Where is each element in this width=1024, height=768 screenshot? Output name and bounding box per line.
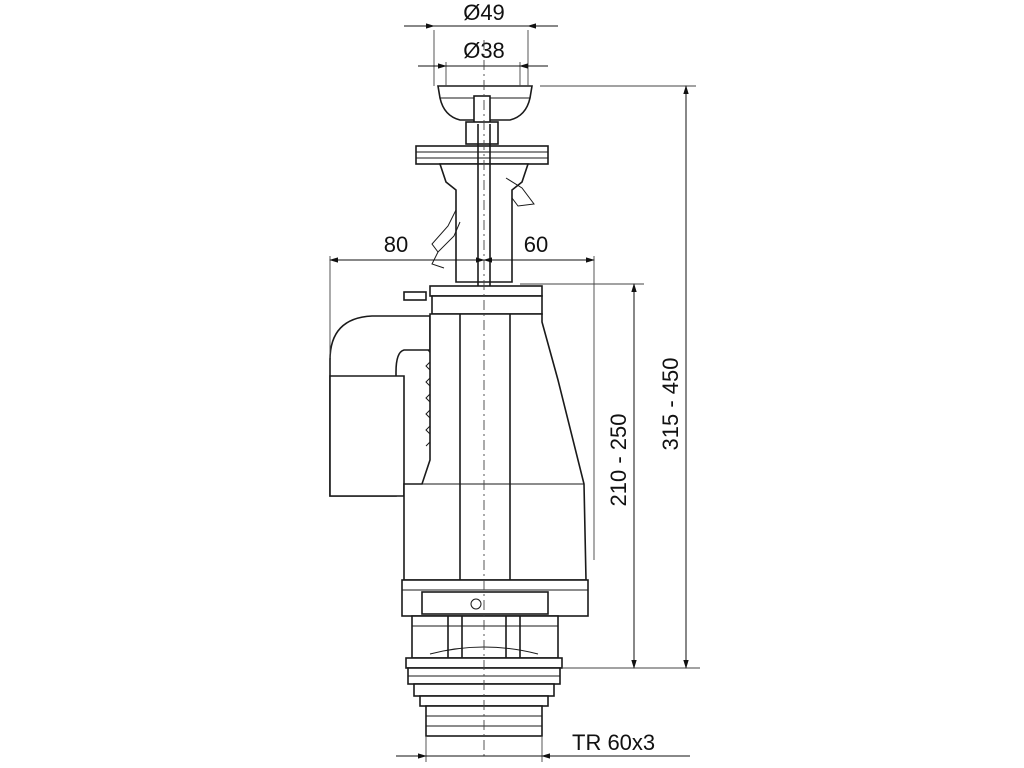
upper-stem-housing [431,163,535,283]
push-button-cap [437,85,533,145]
flush-valve-body [329,85,589,737]
lower-housing [401,579,589,617]
main-tapered-body [403,313,587,581]
dimension-top-outer-diameter: Ø49 [404,0,558,86]
right-offset-label: 60 [524,232,548,257]
total-height-label: 315 - 450 [658,358,683,451]
lower-cage [411,615,559,659]
left-offset-label: 80 [384,232,408,257]
dimension-top-inner-diameter: Ø38 [418,38,548,86]
top-outer-diameter-label: Ø49 [463,0,505,25]
mid-flange [403,285,543,315]
dimension-total-height: 315 - 450 [540,85,696,669]
dimension-overflow-height: 210 - 250 [520,283,700,669]
thread-label: TR 60x3 [572,730,655,755]
overflow-height-label: 210 - 250 [606,414,631,507]
dimension-horizontal-offsets: 80 60 [329,232,595,560]
dimension-thread: TR 60x3 [396,730,690,762]
overflow-elbow [329,315,435,497]
top-collar [415,145,549,165]
